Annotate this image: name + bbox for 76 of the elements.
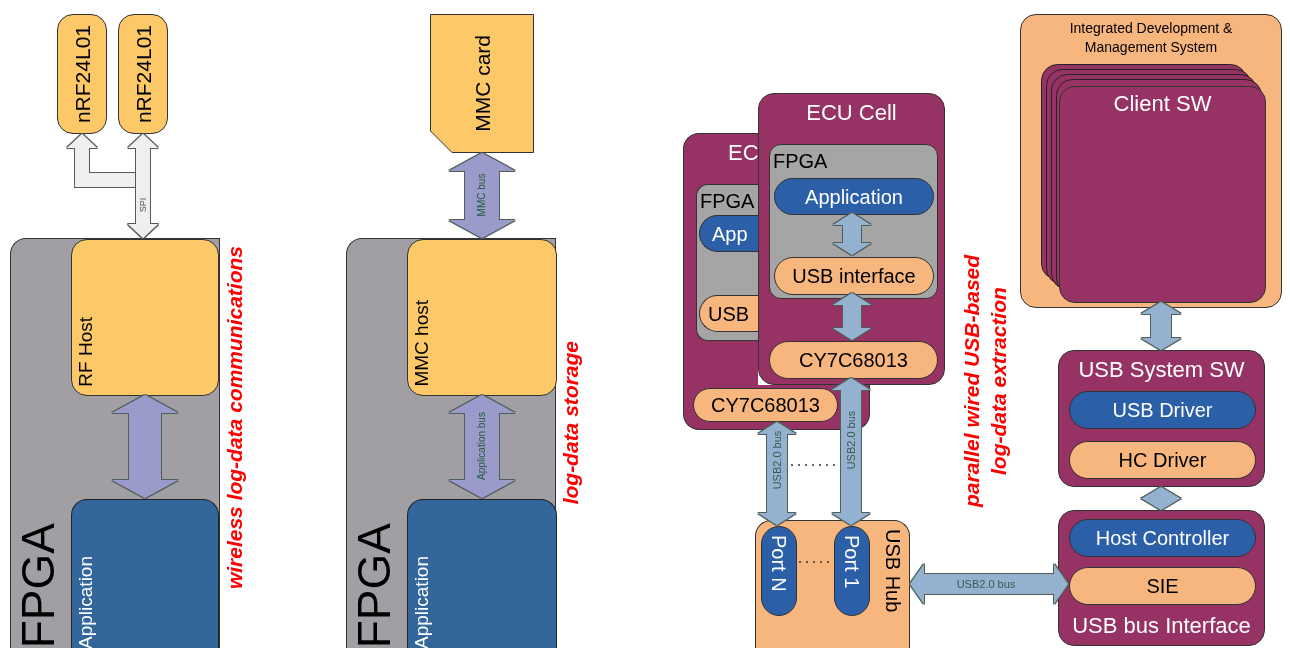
block-label: USB Hub — [883, 529, 903, 613]
block-label: MMC card — [471, 35, 493, 132]
block-label: nRF24L01 — [71, 24, 93, 124]
edge-label: Application bus — [477, 412, 487, 480]
port-pill — [761, 526, 797, 616]
module-label: SIE — [1146, 576, 1179, 596]
fpga-panel — [769, 144, 938, 299]
system-card — [1020, 14, 1282, 308]
card-title: ECU Cell — [805, 102, 898, 124]
panel-title: FPGA — [773, 151, 828, 171]
fpga-panel — [696, 184, 759, 341]
module-pill — [1069, 391, 1256, 429]
ecu-card — [758, 93, 945, 385]
double-arrow — [832, 378, 870, 525]
module-label: Application — [805, 186, 903, 207]
caption-text: log-data storage — [558, 340, 584, 505]
double-arrow — [833, 213, 871, 255]
card-title: USB System SW — [1077, 359, 1246, 381]
module-label: App — [712, 223, 748, 244]
double-arrow — [1141, 487, 1181, 510]
card-title: EC — [728, 142, 759, 164]
block-label: FPGA — [351, 522, 397, 648]
module-pill — [774, 257, 934, 295]
double-arrow — [449, 395, 515, 498]
chip-label: CY7C68013 — [799, 350, 908, 370]
port-pill — [834, 526, 870, 616]
block-label: MMC host — [412, 300, 431, 387]
chip-pill — [769, 341, 938, 379]
double-arrow — [449, 153, 515, 238]
chip-pill — [693, 388, 838, 422]
edge-label: USB2.0 bus — [771, 430, 783, 490]
port-label: Port 1 — [842, 535, 862, 591]
port-label: Port N — [769, 535, 789, 594]
software-card — [1059, 86, 1266, 303]
double-arrow — [910, 564, 1068, 604]
module-pill — [1069, 441, 1256, 479]
card-title: Integrated Development & Management System — [1068, 19, 1234, 57]
block-label: nRF24L01 — [132, 24, 154, 124]
caption-text: parallel wired USB-based log-data extraction — [959, 253, 1011, 510]
chip-label: CY7C68013 — [711, 395, 820, 415]
module-label: USB interface — [792, 266, 916, 286]
double-arrow — [112, 395, 178, 498]
application-block — [71, 499, 219, 648]
module-label: USB — [708, 303, 750, 324]
double-arrow — [758, 422, 796, 525]
fpga-block — [346, 238, 556, 648]
module-pill — [1069, 567, 1256, 605]
memory-card — [430, 14, 534, 153]
module-label: Host Controller — [1095, 528, 1230, 548]
block-label: RF Host — [76, 317, 95, 387]
edge-label: USB2.0 bus — [845, 410, 857, 470]
chip-block — [57, 14, 107, 134]
module-pill — [699, 215, 760, 252]
card-title: USB bus Interface — [1071, 615, 1252, 637]
fpga-block — [10, 238, 220, 648]
double-arrow — [833, 293, 871, 340]
caption-text: wireless log-data communications — [222, 245, 248, 590]
module-pill — [774, 178, 934, 215]
panel-title: FPGA — [700, 191, 755, 211]
module-pill — [699, 295, 760, 332]
edge-label: SPI — [138, 197, 148, 213]
double-arrow — [1141, 302, 1181, 350]
chip-block — [118, 14, 168, 134]
module-label: USB Driver — [1112, 400, 1213, 420]
application-block — [407, 499, 557, 648]
card-title: Client SW — [1112, 93, 1213, 115]
software-card — [1058, 350, 1265, 487]
edge-label: USB2.0 bus — [956, 578, 1016, 590]
edge-label: MMC bus — [477, 173, 487, 217]
interface-card — [1058, 510, 1265, 646]
hub-block — [755, 520, 910, 648]
module-label: HC Driver — [1118, 450, 1207, 470]
host-block — [71, 239, 219, 396]
host-block — [407, 239, 557, 396]
module-pill — [1069, 519, 1256, 557]
block-label: FPGA — [15, 522, 61, 648]
